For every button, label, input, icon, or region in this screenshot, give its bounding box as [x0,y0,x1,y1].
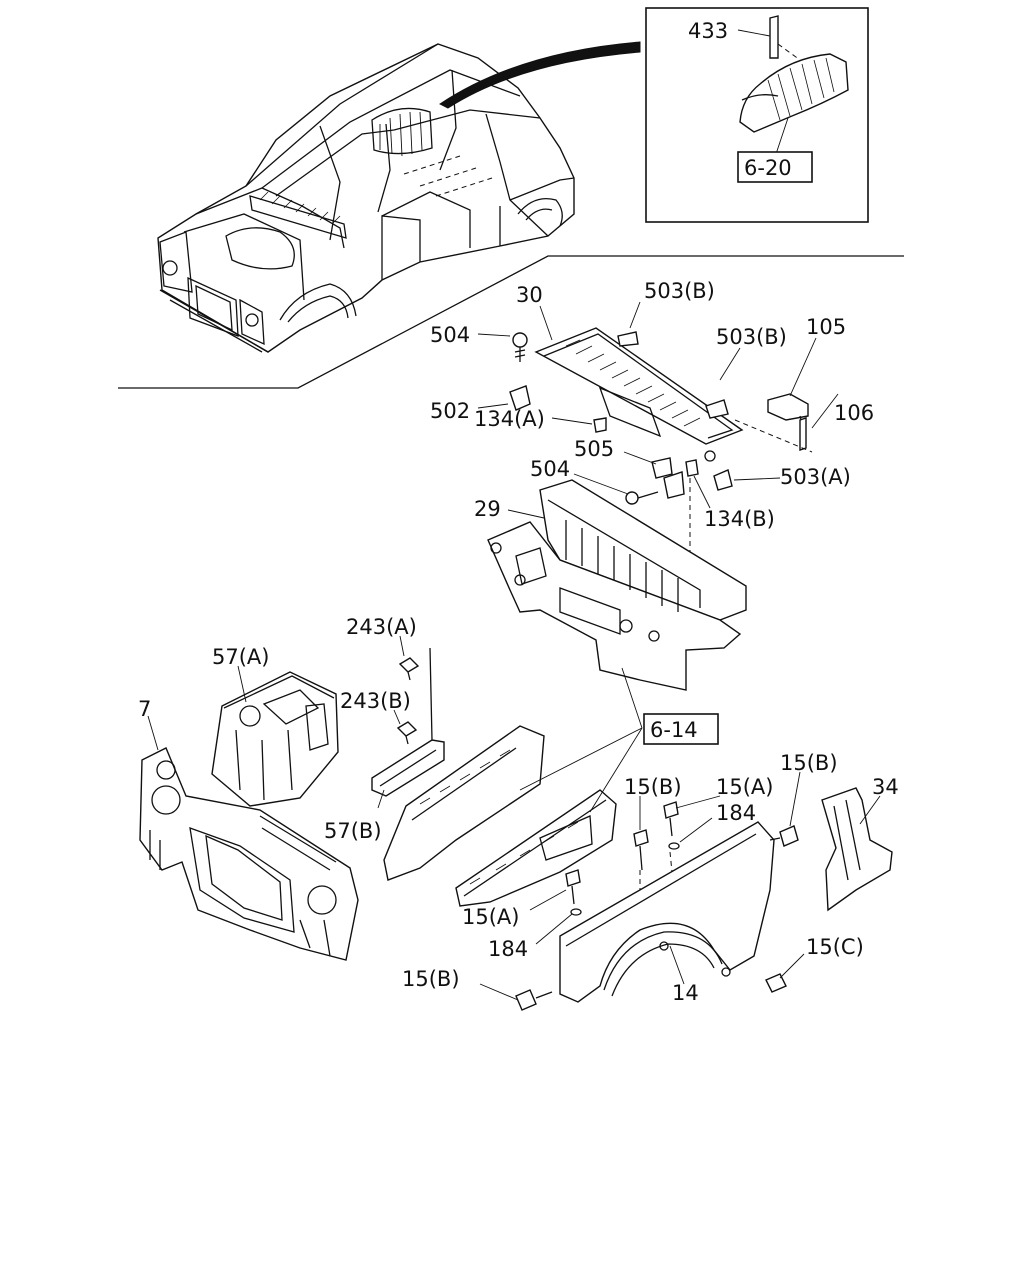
callout-184-upper: 184 [716,801,756,825]
vehicle-body-overview [157,43,575,353]
callout-504-top: 504 [430,323,470,347]
callout-106: 106 [834,401,874,425]
ref-box-6-14 [643,713,719,745]
front-end-panel [139,747,359,961]
fender-bolts [515,801,799,1011]
callout-15b-lower: 15(B) [402,967,460,991]
section-divider [118,255,904,389]
inset-detail [645,7,869,223]
leader-lines [147,29,881,1001]
callout-15a-lower: 15(A) [462,905,519,929]
callout-15a-upper: 15(A) [716,775,773,799]
callout-503a: 503(A) [780,465,851,489]
callout-503b-mid: 503(B) [716,325,787,349]
callout-labels: 433 6-20 30 503(B) 504 503(B) 105 502 10… [138,19,899,1005]
cowl-top-panel [534,327,744,462]
bracket-57b [371,647,445,797]
callout-502: 502 [430,399,470,423]
callout-14: 14 [672,981,699,1005]
small-fasteners-upper [509,332,607,433]
callout-30: 30 [516,283,543,307]
callout-184-lower: 184 [488,937,528,961]
callout-503b-top: 503(B) [644,279,715,303]
callout-34: 34 [872,775,899,799]
callout-243a: 243(A) [346,615,417,639]
callout-6-14: 6-14 [650,718,698,742]
callout-433: 433 [688,19,728,43]
callout-57a: 57(A) [212,645,269,669]
inset-pointer [439,41,641,109]
callout-505: 505 [574,437,614,461]
callout-7: 7 [138,697,151,721]
callout-15b-right: 15(B) [780,751,838,775]
callout-6-20: 6-20 [744,156,792,180]
callout-243b: 243(B) [340,689,411,713]
callout-29: 29 [474,497,501,521]
dash-panel [487,479,747,691]
callout-15b-upper: 15(B) [624,775,682,799]
bracket-105-106 [734,393,813,453]
callout-134b: 134(B) [704,507,775,531]
inner-apron-panels [383,725,617,907]
ref-box-6-20 [737,151,813,183]
callout-57b: 57(B) [324,819,382,843]
front-fender [559,821,775,1003]
callout-105: 105 [806,315,846,339]
wheel-house-57a [211,671,339,807]
fastener-cluster-505 [625,457,733,600]
callout-15c: 15(C) [806,935,864,959]
callout-134a: 134(A) [474,407,545,431]
fender-shield-34 [821,787,893,912]
callout-504-mid: 504 [530,457,570,481]
